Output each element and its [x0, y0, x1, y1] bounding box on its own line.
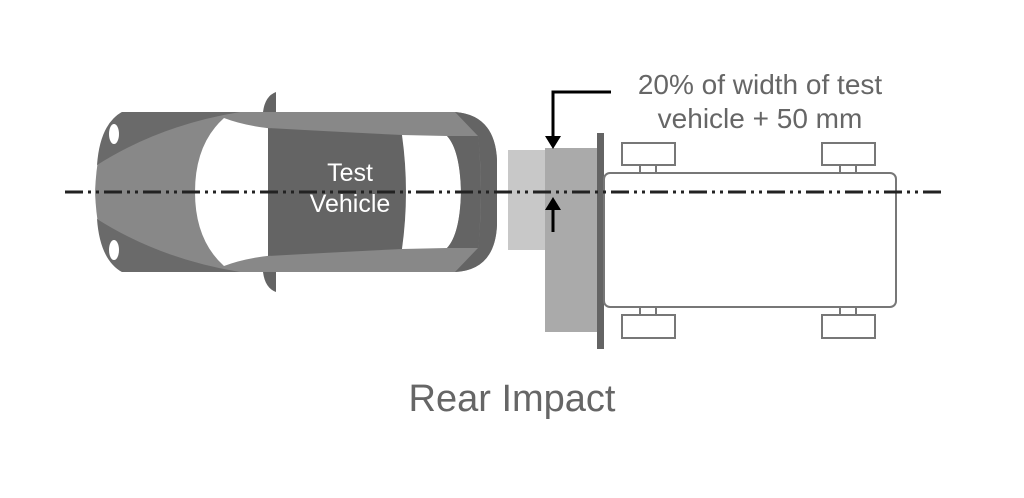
hood-dark-bottom	[97, 219, 240, 272]
trunk-dark	[455, 112, 497, 272]
offset-arrows	[545, 90, 611, 232]
headlight-top	[109, 124, 119, 144]
offset-annotation: 20% of width of test vehicle + 50 mm	[600, 68, 920, 136]
trolley	[603, 142, 897, 339]
side-mirror-bottom	[263, 272, 276, 292]
vehicle-label: Test Vehicle	[290, 158, 410, 220]
headlight-bottom	[109, 240, 119, 260]
wheel	[821, 314, 876, 339]
annotation-line1: 20% of width of test	[637, 69, 883, 100]
windshield	[195, 118, 290, 266]
wheel-stub	[639, 164, 657, 174]
wheel	[821, 142, 876, 166]
vehicle-label-line1: Test	[327, 159, 373, 187]
diagram-caption: Rear Impact	[408, 378, 616, 420]
arrow-down-icon	[545, 136, 561, 149]
hood-dark-top	[97, 112, 240, 165]
wheel	[621, 314, 676, 339]
arrow-up-icon	[545, 197, 561, 210]
roof	[268, 128, 406, 256]
barrier-honeycomb-light	[508, 150, 548, 250]
barrier-plate	[597, 133, 604, 349]
vehicle-label-line2: Vehicle	[309, 190, 391, 218]
wheel-stub	[839, 306, 857, 316]
side-mirror-top	[263, 92, 276, 112]
annotation-line2: vehicle + 50 mm	[657, 103, 863, 134]
barrier-face	[545, 148, 600, 332]
wheel-stub	[839, 164, 857, 174]
trolley-body	[603, 172, 897, 308]
leader-line	[551, 90, 611, 138]
wheel	[621, 142, 676, 166]
wheel-stub	[639, 306, 657, 316]
